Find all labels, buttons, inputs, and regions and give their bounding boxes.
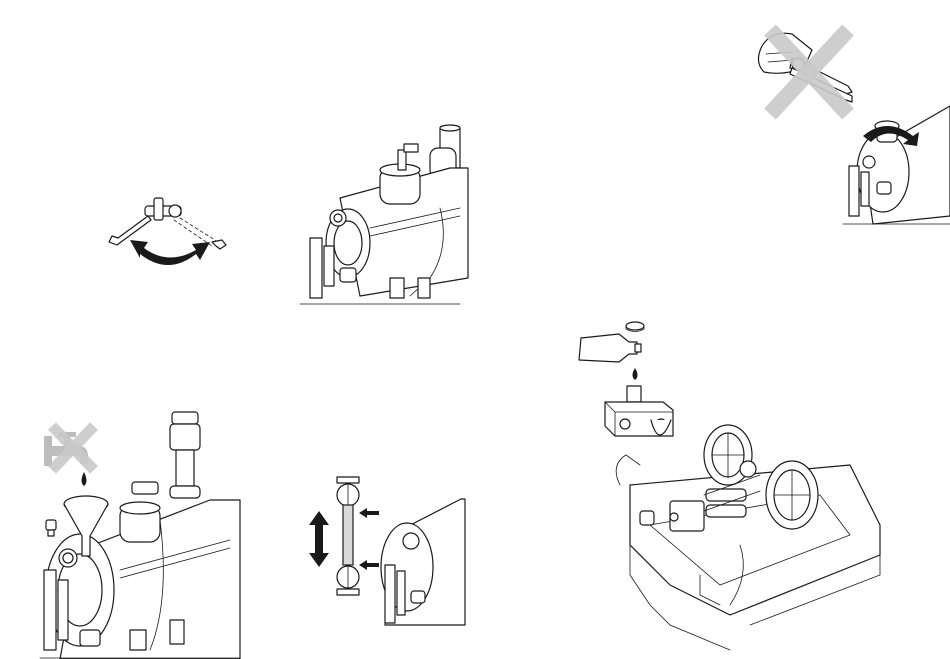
boiler-figure bbox=[300, 128, 468, 304]
plug-icon bbox=[46, 520, 56, 536]
spanner-icon bbox=[109, 198, 226, 249]
steam-engine-figure bbox=[610, 425, 890, 650]
chimney-icon bbox=[170, 412, 200, 498]
oil-bottle-icon bbox=[579, 334, 641, 362]
level-arrow-lower-icon bbox=[359, 560, 379, 570]
spanner-rotation-figure bbox=[100, 190, 240, 280]
sight-glass-icon bbox=[337, 477, 359, 595]
water-fill-boiler-figure bbox=[40, 410, 240, 659]
bottle-cap-icon bbox=[626, 322, 644, 332]
double-arrow-icon bbox=[309, 511, 329, 567]
level-arrow-upper-icon bbox=[359, 508, 379, 518]
oil-drop-icon bbox=[633, 368, 638, 380]
valve-turn-figure bbox=[843, 96, 950, 226]
sight-glass-figure bbox=[305, 475, 465, 625]
rotation-arrow-icon bbox=[130, 240, 210, 265]
